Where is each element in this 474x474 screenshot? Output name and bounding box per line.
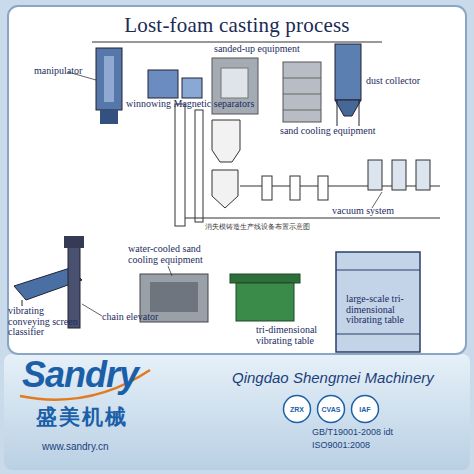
equipment-label: chain elevator [102,312,172,323]
cert-seal: IAF [350,394,380,424]
vacuum-pump [368,160,382,190]
table-frame [336,270,420,271]
bucket-elevator [195,110,203,222]
seal-text: ZRX [282,406,312,413]
separator-unit [182,78,202,98]
manipulator-frame [96,48,122,110]
content-panel [8,6,466,354]
certificate-text: ISO9001:2008 [312,441,452,450]
bucket-elevator [175,104,185,226]
cooling-unit [283,62,321,122]
equipment-label: large-scale tri-dimensional vibrating ta… [346,294,418,326]
equipment-label: water-cooled sand cooling equipment [128,244,228,265]
leader-line [82,304,102,316]
leader-line [168,266,172,276]
equipment-label: sand cooling equipment [280,126,400,137]
vacuum-pump [392,160,406,190]
company-name: Qingdao Shengmei Machinery [232,370,462,386]
vacuum-pump [416,160,430,190]
vacuum-tank [290,176,300,200]
pipe [185,218,440,219]
certificate-text: GB/T19001-2008 idt [312,428,452,437]
cooling-rib [283,94,321,95]
dust-collector-body [335,44,361,100]
equipment-label: manipulator [34,66,104,77]
vacuum-tank [318,176,328,200]
seal-text: IAF [350,406,380,413]
equipment-label: vacuum system [332,206,412,217]
website: www.sandry.cn [42,442,162,453]
dust-collector-leg [337,100,338,126]
footer-band [4,354,470,470]
water-cooler-core [150,282,198,312]
cooling-rib [283,78,321,79]
elevator-head [64,236,84,248]
seal-text: CVAS [316,406,346,413]
large-vibrating-table [336,252,420,352]
separator-unit [148,70,178,98]
sand-hopper [212,170,238,208]
manipulator-column [104,56,114,102]
sand-hopper [212,120,240,162]
sanding-window [221,68,248,98]
layout-caption: 消失模铸造生产线设备布置示意图 [205,224,365,231]
chain-elevator [68,244,80,328]
manipulator-hook [100,110,118,124]
table-top [230,274,300,283]
dust-collector-leg [359,100,360,126]
cooling-rib [283,110,321,111]
diagram-title: Lost-foam casting process [0,14,474,36]
title-underline [92,42,382,43]
vibrating-table [236,283,294,321]
table-frame [336,334,420,335]
equipment-label: vibrating conveying screen classifier [8,306,83,338]
equipment-label: sanded-up equipment [214,44,324,55]
equipment-label: tri-dimensional vibrating table [256,325,322,346]
cert-seal: CVAS [316,394,346,424]
equipment-label: winnowing Magnetic separators [126,99,276,110]
vacuum-tank [262,176,272,200]
dust-collector-cone [335,100,361,116]
brand-logo: Sandry [22,356,182,394]
cert-seal: ZRX [282,394,312,424]
equipment-label: dust collector [366,76,446,87]
brand-name: 盛美机械 [36,406,176,428]
